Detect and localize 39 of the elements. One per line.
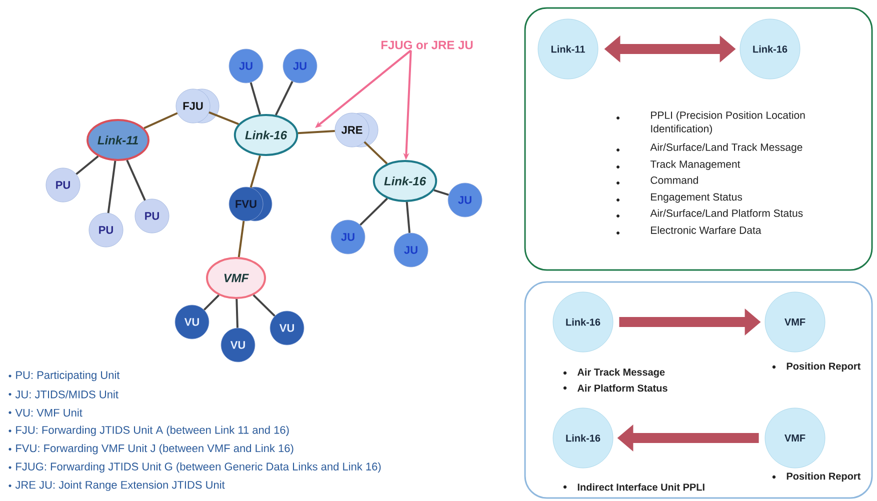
glossary-item: FVU: Forwarding VMF Unit J (between VMF and Link 16) bbox=[16, 444, 294, 454]
callout-label: FJUG or JRE JU bbox=[381, 40, 473, 50]
connector-line bbox=[360, 198, 388, 226]
connector-line bbox=[252, 294, 276, 317]
connector-line bbox=[238, 220, 245, 258]
connector-line bbox=[406, 202, 411, 233]
connector-line bbox=[126, 160, 146, 201]
glossary-item: FJUG: Forwarding JTIDS Unit G (between Generic Data Links and Link 16) bbox=[16, 462, 381, 473]
list-item: Track Management bbox=[650, 160, 740, 170]
list-item: Engagement Status bbox=[651, 193, 742, 203]
glossary-item: JU: JTIDS/MIDS Unit bbox=[15, 390, 118, 398]
glossary-item: JRE JU: Joint Range Extension JTIDS Unit bbox=[15, 480, 225, 491]
list-item: Air/Surface/Land Platform Status bbox=[650, 209, 803, 217]
connector-line bbox=[250, 82, 261, 115]
connector-line bbox=[144, 112, 178, 130]
bullet-text: Air Track Message bbox=[577, 368, 665, 378]
connector-line bbox=[236, 298, 238, 328]
connector-line bbox=[298, 130, 335, 134]
connector-line bbox=[208, 111, 239, 126]
connector-line bbox=[274, 80, 294, 116]
glossary-item: FJU: Forwarding JTIDS Unit A (between Link 11 and 16) bbox=[16, 426, 289, 436]
list-item: Command bbox=[650, 176, 698, 184]
glossary-item: VU: VMF Unit bbox=[15, 408, 82, 417]
connector-line bbox=[250, 155, 261, 188]
list-item: PPLI (Precision Position Location Identification) bbox=[651, 111, 805, 134]
glossary-item: PU: Participating Unit bbox=[16, 370, 120, 382]
connector-line bbox=[76, 156, 99, 175]
connector-line bbox=[434, 189, 449, 196]
bullet-text: Position Report bbox=[786, 362, 861, 372]
list-item: Air/Surface/Land Track Message bbox=[650, 143, 802, 153]
bullet-text: Air Platform Status bbox=[577, 384, 668, 392]
bullet-text: Position Report bbox=[786, 472, 861, 482]
connector-line bbox=[364, 141, 388, 164]
connector-line bbox=[107, 160, 116, 214]
bullet-text: Indirect Interface Unit PPLI bbox=[578, 483, 704, 491]
list-item: Electronic Warfare Data bbox=[651, 226, 762, 234]
panel-box bbox=[524, 7, 873, 271]
connector-line bbox=[203, 294, 220, 311]
panel-box bbox=[524, 281, 873, 499]
